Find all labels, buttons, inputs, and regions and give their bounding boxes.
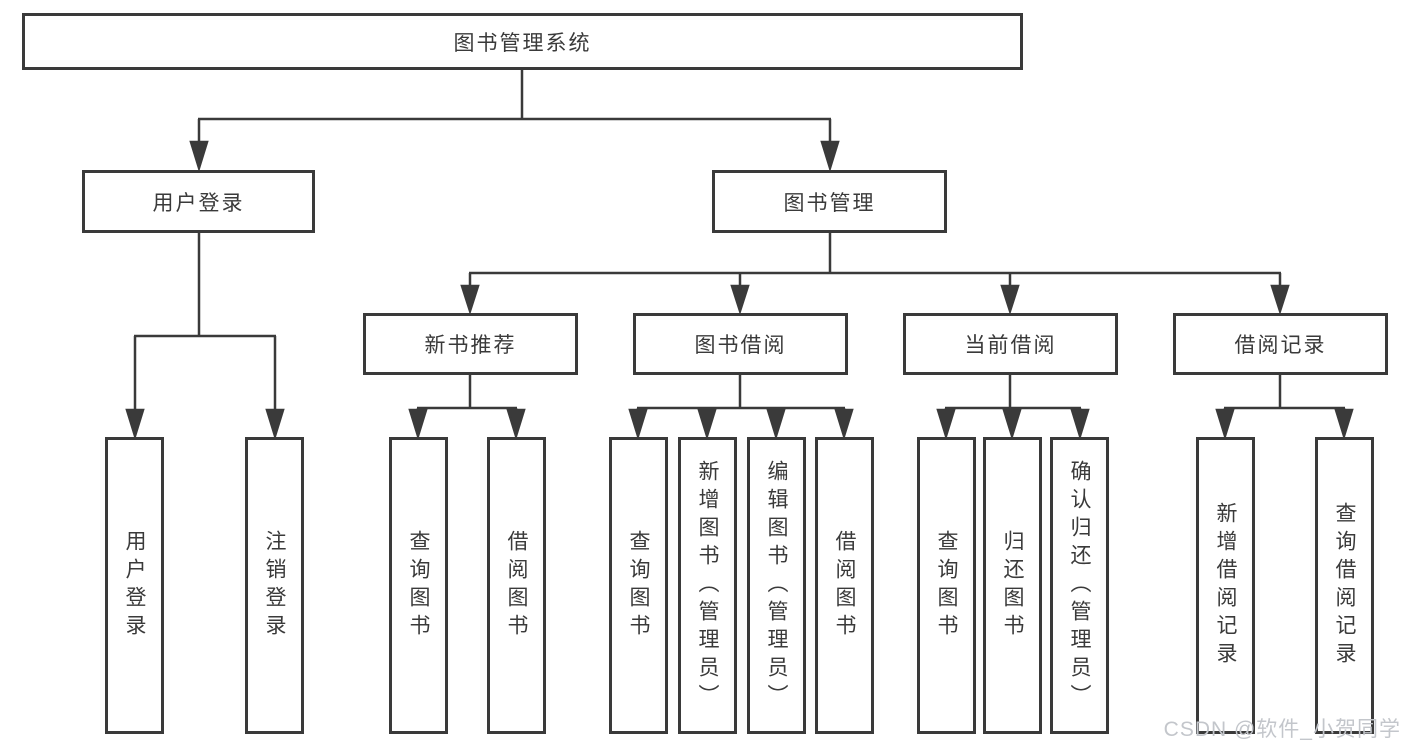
node-label: 用户登录	[123, 529, 146, 642]
leaf-query-borrow-record: 查询借阅记录	[1315, 437, 1374, 734]
arrowhead	[460, 284, 480, 316]
arrowhead	[766, 408, 786, 441]
arrowhead	[1215, 408, 1235, 441]
arrowhead	[408, 408, 428, 441]
arrowhead	[936, 408, 956, 441]
node-book-management: 图书管理	[712, 170, 947, 233]
edge-borrow-records-to-leaves	[1215, 375, 1354, 441]
node-label: 借阅记录	[1234, 334, 1327, 357]
edge-user-login-to-leaves	[125, 233, 285, 441]
leaf-add-borrow-record: 新增借阅记录	[1196, 437, 1255, 734]
leaf-borrow-books: 借阅图书	[815, 437, 874, 734]
edge-current-borrow-to-leaves	[936, 375, 1090, 441]
node-label: 编辑图书（管理员）	[765, 459, 788, 712]
node-label: 用户登录	[152, 191, 245, 215]
node-book-borrow: 图书借阅	[633, 313, 848, 375]
node-label: 查询图书	[935, 529, 958, 642]
edge-new-book-to-leaves	[408, 375, 526, 441]
arrowhead	[834, 408, 854, 441]
arrowhead	[1002, 408, 1022, 441]
arrowhead	[1070, 408, 1090, 441]
arrowhead	[730, 284, 750, 316]
arrowhead	[265, 408, 285, 441]
leaf-edit-book-admin: 编辑图书（管理员）	[747, 437, 806, 734]
node-new-book-recommend: 新书推荐	[363, 313, 578, 375]
node-label: 借阅图书	[505, 529, 528, 642]
arrowhead	[820, 140, 840, 173]
node-label: 查询图书	[627, 529, 650, 642]
arrowhead	[1270, 284, 1290, 316]
node-label: 图书管理	[783, 191, 876, 215]
arrowhead	[1000, 284, 1020, 316]
leaf-return-books: 归还图书	[983, 437, 1042, 734]
arrowhead	[1334, 408, 1354, 441]
leaf-add-book-admin: 新增图书（管理员）	[678, 437, 737, 734]
leaf-logout: 注销登录	[245, 437, 304, 734]
edge-book-borrow-to-leaves	[628, 375, 854, 441]
node-label: 查询图书	[407, 529, 430, 642]
node-label: 注销登录	[263, 529, 286, 642]
node-label: 当前借阅	[964, 334, 1057, 357]
node-root: 图书管理系统	[22, 13, 1023, 70]
node-label: 图书管理系统	[453, 31, 592, 55]
arrowhead	[506, 408, 526, 441]
leaf-confirm-return-admin: 确认归还（管理员）	[1050, 437, 1109, 734]
leaf-query-books-borrow: 查询图书	[609, 437, 668, 734]
node-label: 借阅图书	[833, 529, 856, 642]
node-label: 图书借阅	[694, 334, 787, 357]
arrowhead	[697, 408, 717, 441]
node-label: 归还图书	[1001, 529, 1024, 642]
arrowhead	[628, 408, 648, 441]
edge-root-to-level2	[189, 70, 840, 173]
leaf-query-books-current: 查询图书	[917, 437, 976, 734]
node-label: 查询借阅记录	[1333, 501, 1356, 670]
csdn-watermark: CSDN @软件_小贺同学	[1163, 718, 1401, 741]
leaf-user-login: 用户登录	[105, 437, 164, 734]
arrowhead	[125, 408, 145, 441]
node-user-login: 用户登录	[82, 170, 315, 233]
leaf-borrow-books-recommend: 借阅图书	[487, 437, 546, 734]
node-label: 确认归还（管理员）	[1068, 459, 1091, 712]
node-current-borrow: 当前借阅	[903, 313, 1118, 375]
arrowhead	[189, 140, 209, 173]
node-label: 新书推荐	[424, 334, 517, 357]
node-label: 新增图书（管理员）	[696, 459, 719, 712]
node-label: 新增借阅记录	[1214, 501, 1237, 670]
edge-book-mgmt-to-level3	[460, 233, 1290, 316]
node-borrow-records: 借阅记录	[1173, 313, 1388, 375]
leaf-query-books-recommend: 查询图书	[389, 437, 448, 734]
